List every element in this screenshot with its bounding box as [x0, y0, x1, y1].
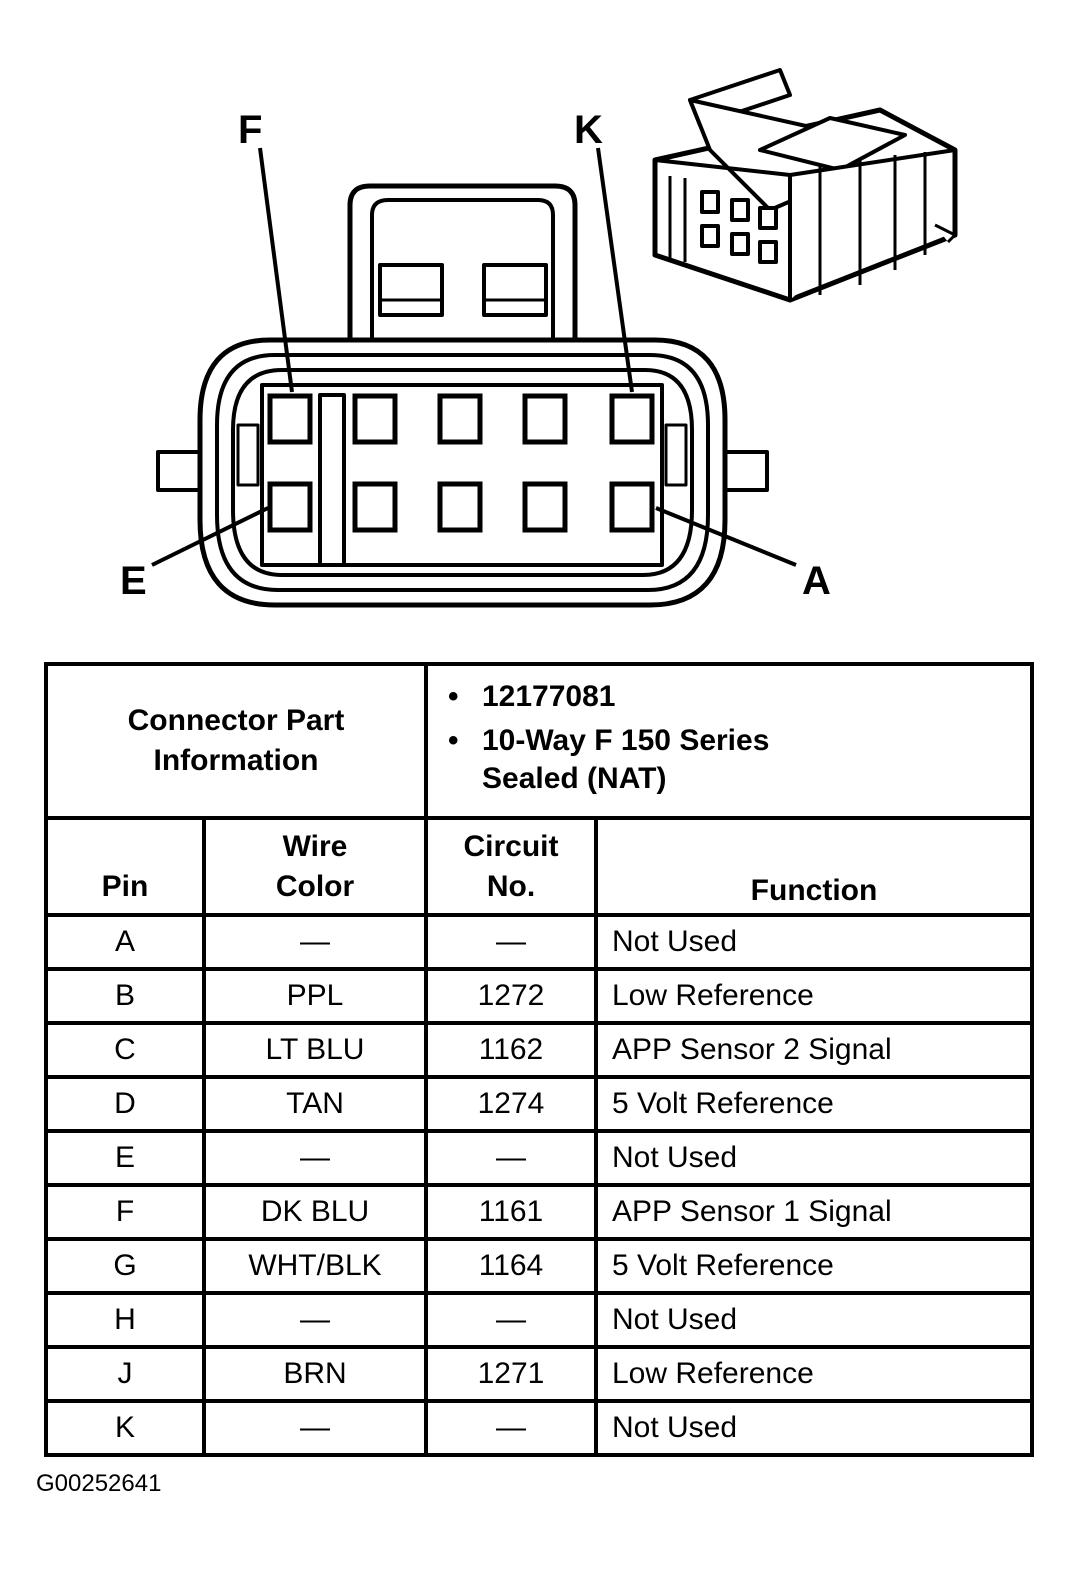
pin-cell: J: [44, 1345, 206, 1403]
pin-cell: K: [44, 1399, 206, 1457]
function-cell: Not Used: [594, 1129, 1034, 1187]
circuit-cell: —: [424, 1129, 598, 1187]
pin-cell: G: [44, 1237, 206, 1295]
connector-housing: [197, 337, 728, 608]
table-row: A — — Not Used: [44, 913, 1034, 971]
table-row: E — — Not Used: [44, 1129, 1034, 1187]
table-row: K — — Not Used: [44, 1399, 1034, 1457]
part-number: 12177081: [448, 678, 1030, 716]
figure-code: G00252641: [36, 1470, 162, 1497]
wire-color-cell: TAN: [202, 1075, 428, 1133]
circuit-cell: 1274: [424, 1075, 598, 1133]
pin-cell: F: [44, 1183, 206, 1241]
pin-field: [260, 383, 664, 567]
pin-cell: H: [44, 1291, 206, 1349]
function-cell: APP Sensor 1 Signal: [594, 1183, 1034, 1241]
description-line: 10-Way F 150 Series: [482, 724, 770, 757]
table-row: J BRN 1271 Low Reference: [44, 1345, 1034, 1403]
pin-table-header: Pin Wire Color Circuit No. Function: [44, 816, 1034, 917]
circuit-cell: 1272: [424, 967, 598, 1025]
function-cell: Not Used: [594, 1399, 1034, 1457]
header-line: No.: [486, 870, 536, 903]
function-cell: Low Reference: [594, 1345, 1034, 1403]
table-row: F DK BLU 1161 APP Sensor 1 Signal: [44, 1183, 1034, 1241]
connector-description: 10-Way F 150 Series Sealed (NAT): [448, 722, 1030, 798]
connector-latch: [347, 183, 578, 340]
pin-cell: C: [44, 1021, 206, 1079]
connector-part-details: 12177081 10-Way F 150 Series Sealed (NAT…: [424, 662, 1034, 820]
wire-color-cell: —: [202, 913, 428, 971]
wire-color-cell: WHT/BLK: [202, 1237, 428, 1295]
table-row: B PPL 1272 Low Reference: [44, 967, 1034, 1025]
pin-cavity: [437, 393, 483, 445]
pin-label-f: F: [238, 108, 262, 152]
wire-color-cell: DK BLU: [202, 1183, 428, 1241]
column-header-pin: Pin: [44, 816, 206, 917]
circuit-cell: 1271: [424, 1345, 598, 1403]
function-cell: APP Sensor 2 Signal: [594, 1021, 1034, 1079]
table-row: H — — Not Used: [44, 1291, 1034, 1349]
pin-cavity-a: [609, 481, 655, 533]
pin-cavity-k: [609, 393, 655, 445]
pin-cell: B: [44, 967, 206, 1025]
connector-part-info-label: Connector Part Information: [44, 662, 428, 820]
connector-part-info: Connector Part Information 12177081 10-W…: [44, 662, 1034, 820]
column-header-circuit-no: Circuit No.: [424, 816, 598, 917]
label-line: Connector Part: [127, 704, 345, 737]
header-line: Wire: [282, 830, 348, 863]
pin-cavity: [352, 481, 398, 533]
wire-color-cell: BRN: [202, 1345, 428, 1403]
pin-label-e: E: [120, 559, 147, 603]
wire-color-cell: LT BLU: [202, 1021, 428, 1079]
function-cell: Low Reference: [594, 967, 1034, 1025]
header-line: Circuit: [463, 830, 559, 863]
pin-cavity: [522, 481, 568, 533]
pin-cavity-f: [267, 393, 313, 445]
table-row: D TAN 1274 5 Volt Reference: [44, 1075, 1034, 1133]
pin-cell: E: [44, 1129, 206, 1187]
column-header-function: Function: [594, 816, 1034, 917]
column-header-wire-color: Wire Color: [202, 816, 428, 917]
circuit-cell: —: [424, 1399, 598, 1457]
pin-cavity: [522, 393, 568, 445]
pin-cavity-e: [267, 481, 313, 533]
wire-color-cell: PPL: [202, 967, 428, 1025]
pin-cell: D: [44, 1075, 206, 1133]
function-cell: Not Used: [594, 913, 1034, 971]
label-line: Information: [153, 744, 319, 777]
pin-cavity: [437, 481, 483, 533]
circuit-cell: 1161: [424, 1183, 598, 1241]
table-row: C LT BLU 1162 APP Sensor 2 Signal: [44, 1021, 1034, 1079]
wire-color-cell: —: [202, 1129, 428, 1187]
wire-color-cell: —: [202, 1399, 428, 1457]
function-cell: 5 Volt Reference: [594, 1075, 1034, 1133]
circuit-cell: 1162: [424, 1021, 598, 1079]
connector-isometric-view: [652, 68, 958, 303]
connector-diagram: F K E A: [120, 68, 958, 608]
pin-label-k: K: [574, 108, 603, 152]
connector-table: Connector Part Information 12177081 10-W…: [44, 662, 1034, 1457]
circuit-cell: 1164: [424, 1237, 598, 1295]
function-cell: 5 Volt Reference: [594, 1237, 1034, 1295]
pin-table: Pin Wire Color Circuit No. Function A — …: [44, 816, 1034, 1457]
pin-cell: A: [44, 913, 206, 971]
wire-color-cell: —: [202, 1291, 428, 1349]
function-cell: Not Used: [594, 1291, 1034, 1349]
circuit-cell: —: [424, 1291, 598, 1349]
pin-label-a: A: [802, 559, 831, 603]
table-row: G WHT/BLK 1164 5 Volt Reference: [44, 1237, 1034, 1295]
description-line: Sealed (NAT): [482, 762, 667, 795]
circuit-cell: —: [424, 913, 598, 971]
header-line: Color: [275, 870, 355, 903]
pin-cavity: [352, 393, 398, 445]
